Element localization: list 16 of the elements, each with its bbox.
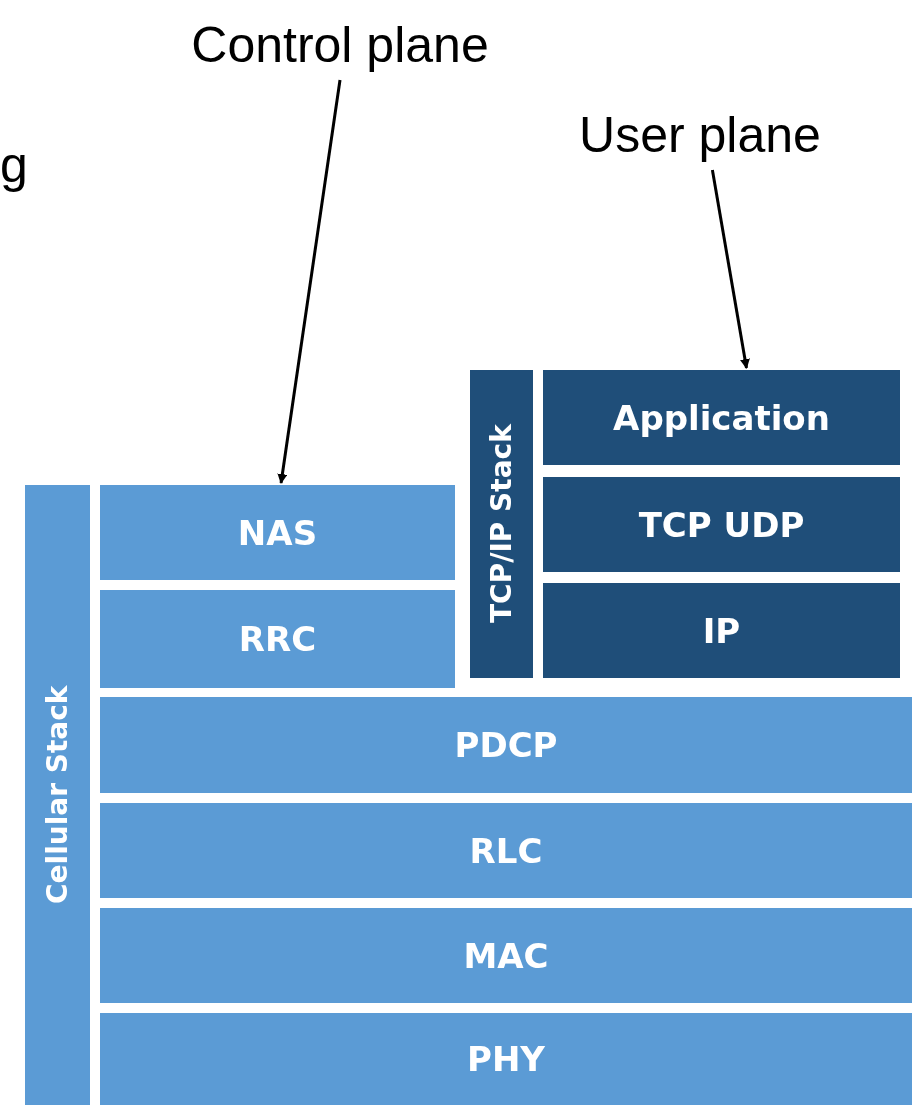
arrow <box>277 79 342 484</box>
layer-box: TCP UDP <box>543 477 900 572</box>
layer-box: PDCP <box>100 697 912 793</box>
arrow <box>710 169 750 369</box>
layer-box: IP <box>543 583 900 678</box>
stack-band: TCP/IP Stack <box>470 370 533 678</box>
layer-box: RRC <box>100 590 455 688</box>
stack-band: Cellular Stack <box>25 485 90 1105</box>
layer-box: PHY <box>100 1013 912 1105</box>
plane-label: User plane <box>545 100 855 170</box>
layer-box: NAS <box>100 485 455 580</box>
plane-label: Control plane <box>150 10 530 80</box>
layer-box: MAC <box>100 908 912 1003</box>
cut-off-text: g <box>0 136 28 195</box>
layer-box: Application <box>543 370 900 465</box>
layer-box: RLC <box>100 803 912 898</box>
